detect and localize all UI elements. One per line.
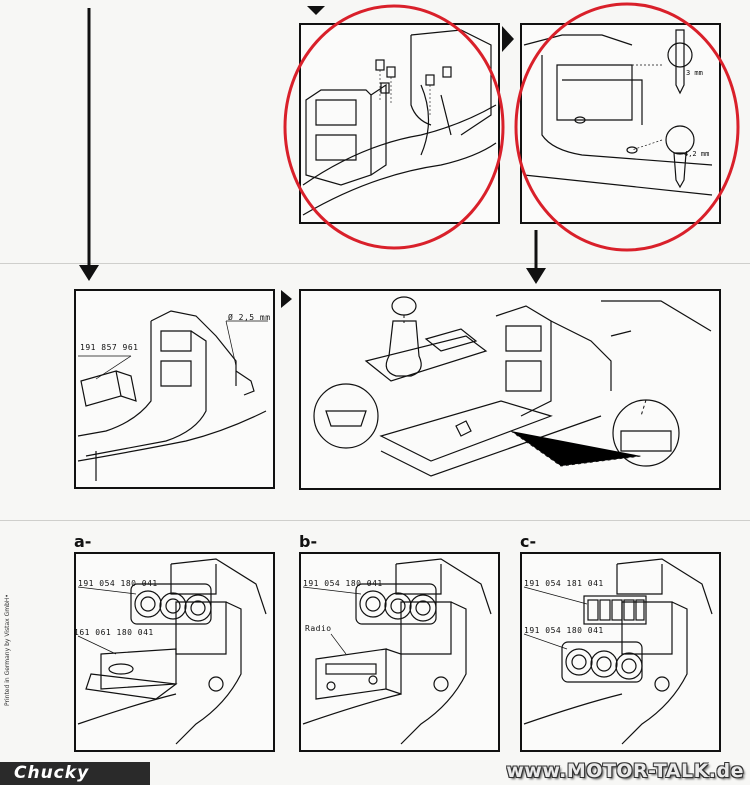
diagram-panel-bracket-screws: 3 mm 4,2 mm (520, 23, 721, 224)
gear-console-drawing (313, 296, 712, 477)
watermark-chucky: Chucky (0, 762, 150, 785)
drill-size-label: 3 mm (686, 69, 703, 77)
part-number-top: 191 054 181 041 (524, 579, 604, 588)
console-insert-drawing (77, 310, 268, 481)
screw-size-label: 4,2 mm (684, 150, 710, 158)
paper-fold (0, 263, 750, 264)
panel-c-drawing (523, 558, 713, 745)
part-number-bottom: 191 054 180 041 (524, 626, 604, 635)
panel-b-drawing (302, 558, 492, 745)
printer-imprint: Printed in Germany by Vistax GmbH• (4, 594, 11, 706)
diagram-panel-console-exploded (299, 23, 500, 224)
diagram-panel-b: b- 191 054 180 (299, 532, 500, 752)
drill-size-label: Ø 2,5 mm (228, 313, 271, 322)
watermark-motor-talk: www.MOTOR-TALK.de (506, 760, 744, 782)
diagram-panel-console-insert: 191 857 961 Ø 2,5 mm (74, 289, 275, 489)
panel-a-drawing (77, 558, 267, 745)
paper-fold (0, 520, 750, 521)
panel-letter-a: a- (74, 532, 92, 551)
bracket-screws-drawing (523, 29, 713, 196)
diagram-panel-gear-console (299, 289, 721, 490)
part-number-bottom: 161 061 180 041 (74, 628, 154, 637)
part-number-label: 191 857 961 (80, 343, 139, 352)
diagram-panel-c: c- 191 054 181 (520, 532, 721, 752)
part-number-top: 191 054 180 041 (303, 579, 383, 588)
part-number-top: 191 054 180 041 (78, 579, 158, 588)
panel-letter-c: c- (520, 532, 537, 551)
panel-letter-b: b- (299, 532, 318, 551)
diagram-panel-a: a- 191 054 180 041 (74, 532, 275, 752)
radio-label: Radio (305, 624, 332, 633)
console-exploded-drawing (302, 29, 497, 216)
